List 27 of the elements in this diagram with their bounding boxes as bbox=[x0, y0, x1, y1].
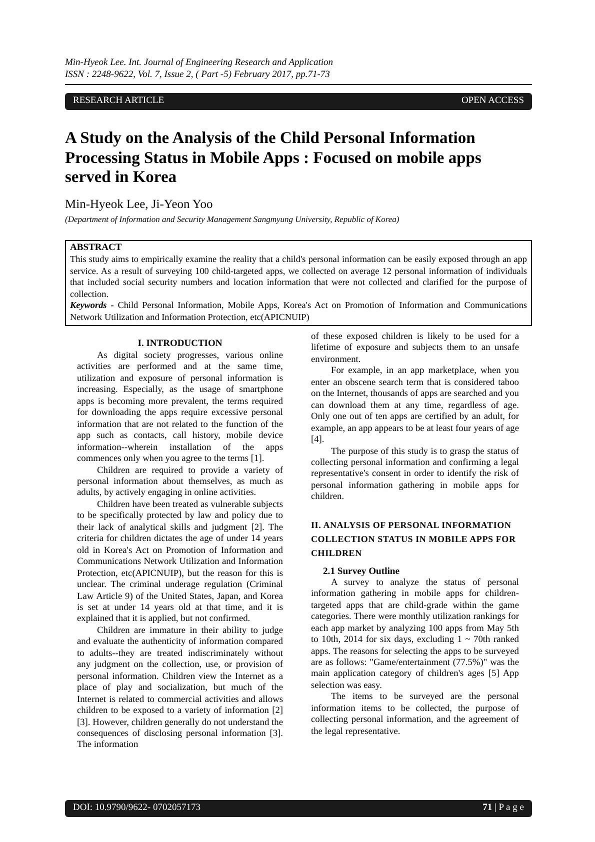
body-paragraph: The purpose of this study is to grasp the status of collecting personal information and confirming a legal representative's consent in order to identify the risk of personal information gathering in mobile apps for children. bbox=[311, 446, 519, 504]
abstract-heading: ABSTRACT bbox=[70, 242, 123, 254]
bar-right-text: 71 | P a g e bbox=[482, 802, 524, 816]
footer-bar bbox=[65, 800, 532, 817]
body-paragraph: of these exposed children is likely to be used for a lifetime of exposure and subjects them to an unsafe environment. bbox=[311, 332, 519, 366]
bar-right-text: OPEN ACCESS bbox=[461, 95, 524, 108]
header-bar bbox=[65, 93, 532, 110]
section-heading: II. ANALYSIS OF PERSONAL INFORMATION COLLECTION STATUS IN MOBILE APPS FOR CHILDREN bbox=[311, 518, 517, 560]
body-paragraph: Children have been treated as vulnerable subjects to be specifically protected by law and policy due to their lack of analytical skills and judgment [2]. The criteria for children dictates the age of under 14 years old in Korea's Act on Promotion of Information and Communications Network Utilization and Information Protection, etc(APICNUIP), but the reason for this is unclear. The criminal underage regulation (Criminal Law Article 9) of the United States, Japan, and Korea is set at under 14 years old at that time, and it is explained that it is applied, but not confirmed. bbox=[77, 500, 283, 626]
body-paragraph: As digital society progresses, various online activities are performed and at the same time, utilization and exposure of personal information is increasing. Especially, as the usage of smartphone apps is becoming more prevalent, the terms required for downloading the apps require excessive personal information that are not related to the function of the app such as contacts, call history, mobile device information--wherein installation of the apps commences only when you agree to the terms [1]. bbox=[77, 351, 283, 466]
abstract-text: This study aims to empirically examine the reality that a child's personal information can be easily exposed through an app service. As a result of surveying 100 child-targeted apps, we collected on average 12 personal information of individuals that included social security numbers and location information that were not collected and clarified for the purpose of collection. bbox=[70, 254, 527, 300]
bar-left-text: DOI: 10.9790/9622- 0702057173 bbox=[73, 802, 200, 816]
paper-title: A Study on the Analysis of the Child Personal Information Processing Status in Mobile Apps : Focused on mobile apps served in Korea bbox=[65, 128, 482, 186]
body-paragraph: Children are required to provide a variety of personal information about themselves, as much as adults, by actively engaging in online activities. bbox=[77, 466, 283, 500]
subsection-heading: 2.1 Survey Outline bbox=[322, 566, 400, 578]
body-paragraph: For example, in an app marketplace, when you enter an obscene search term that is considered taboo on the Internet, thousands of apps are searched and you can download them at any time, regardless of age. Only one out of ten apps are certified by an adult, for example, an app appears to be at least four years of age [4]. bbox=[311, 366, 519, 447]
section-heading: I. INTRODUCTION bbox=[136, 338, 224, 350]
affiliation: (Department of Information and Security Management Sangmyung University, Republic of Korea) bbox=[65, 214, 400, 224]
body-paragraph: The items to be surveyed are the personal information items to be collected, the purpose of collecting personal information, and the agreement of the legal representative. bbox=[311, 692, 519, 738]
author-names: Min-Hyeok Lee, Ji-Yeon Yoo bbox=[65, 196, 214, 212]
body-paragraph: Children are immature in their ability to judge and evaluate the authenticity of information compared to adults--they are treated indiscriminately without any judgment on the collection, use, or provision of personal information. Children view the Internet as a place of play and socialization, but much of the Internet is related to commercial activities and allows children to be exposed to a variety of information [2] [3]. However, children generally do not understand the consequences of disclosing personal information [3]. The information bbox=[77, 626, 283, 752]
keywords-text: Keywords - Child Personal Information, Mobile Apps, Korea's Act on Promotion of Information and Communications Network Utilization and Information Protection, etc(APICNUIP) bbox=[70, 300, 527, 323]
bar-left-text: RESEARCH ARTICLE bbox=[73, 95, 164, 108]
citation-line: Min-Hyeok Lee. Int. Journal of Engineering Research and Application bbox=[65, 57, 334, 69]
body-paragraph: A survey to analyze the status of personal information gathering in mobile apps for children-targeted apps that are child-grade within the game categories. There were monthly utilization rankings for each app market by analyzing 100 apps from May 5th to 10th, 2014 for six days, excluding 1 ~ 70th ranked apps. The reasons for selecting the apps to be surveyed are as follows: "Game/entertainment (77.5%)" was the main application category of children's ages [5] App selection was easy. bbox=[311, 578, 519, 692]
abstract-box bbox=[65, 240, 532, 326]
citation-line: ISSN : 2248-9622, Vol. 7, Issue 2, ( Part -5) February 2017, pp.71-73 bbox=[65, 69, 331, 81]
